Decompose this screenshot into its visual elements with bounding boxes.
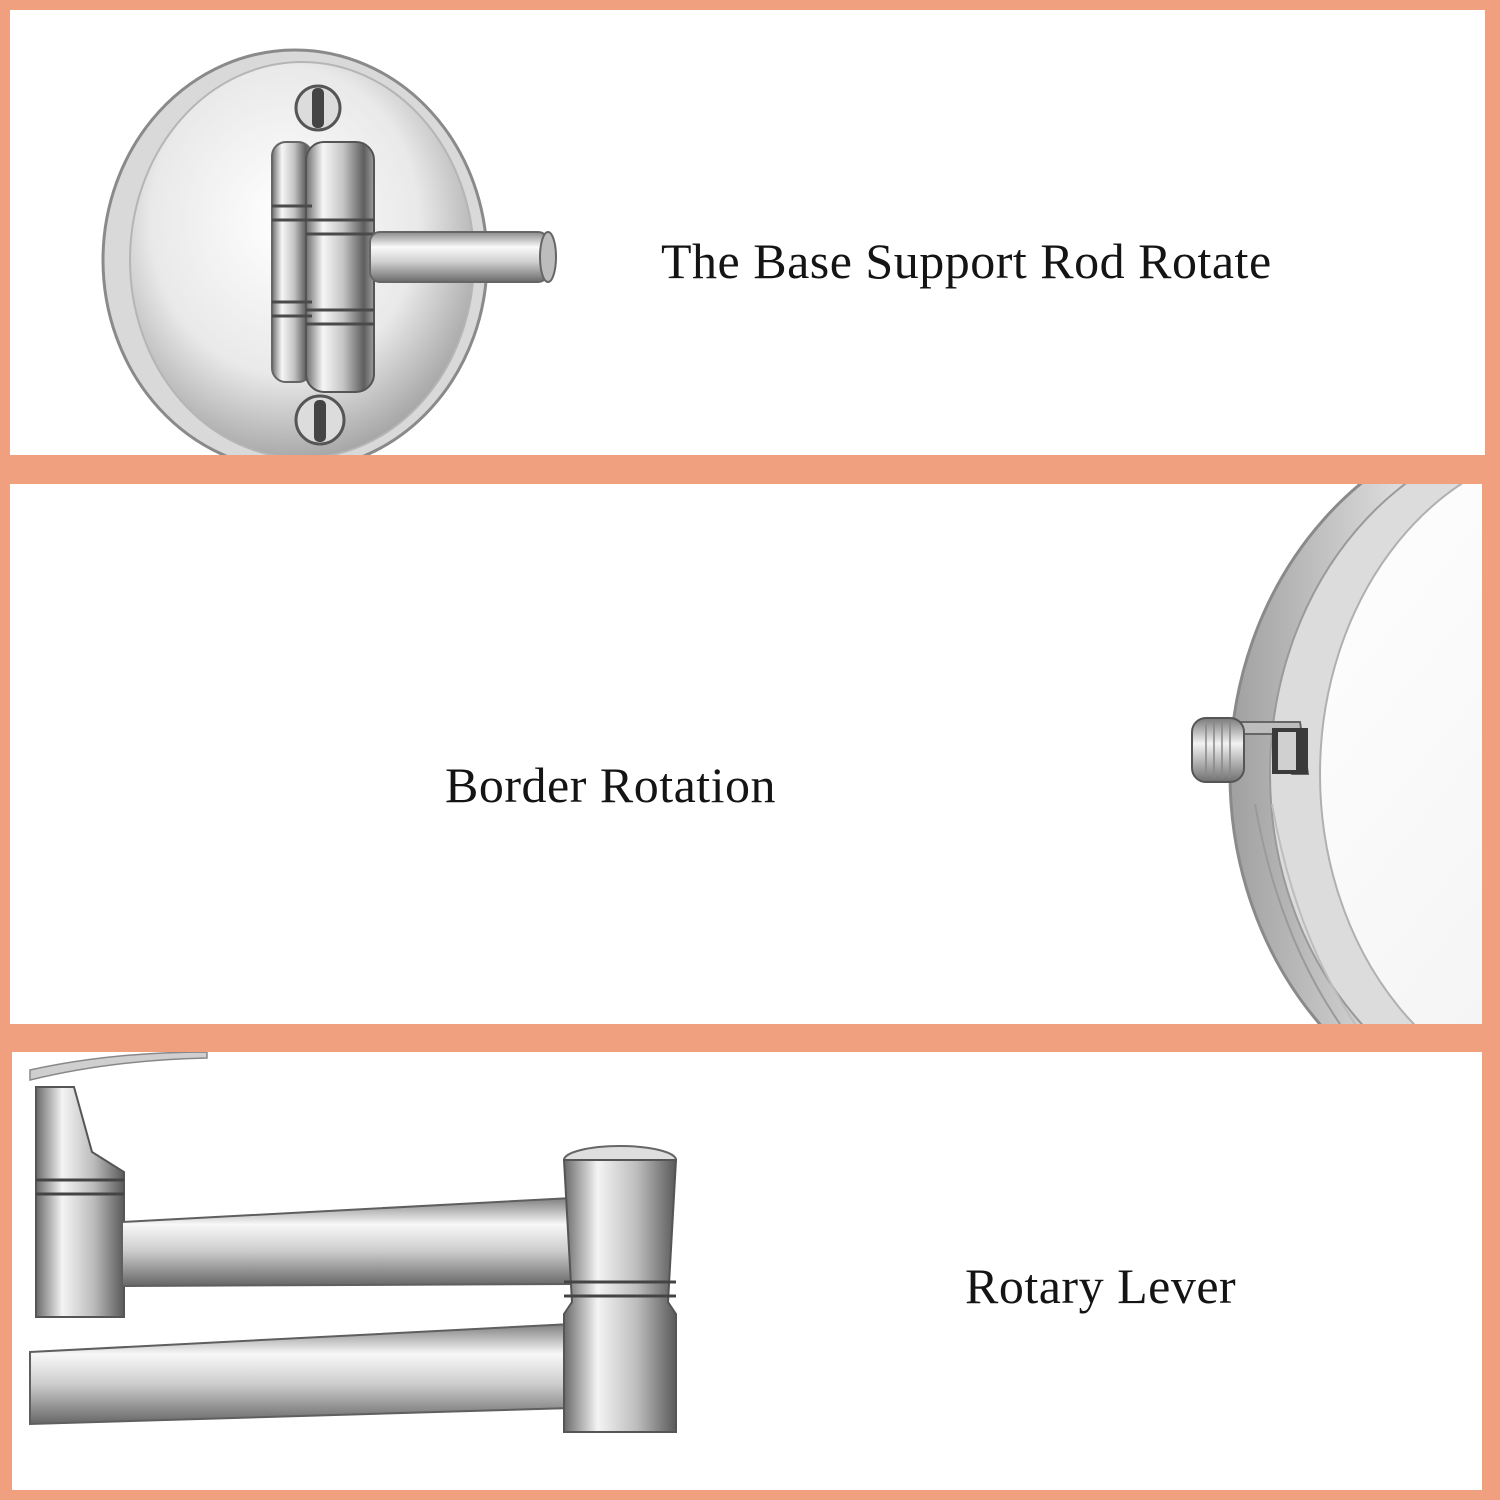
- wall-mount-base-icon: [101, 48, 557, 455]
- caption-rotary-lever: Rotary Lever: [965, 1258, 1237, 1314]
- feature-panel-base-rotation: The Base Support Rod Rotate: [10, 10, 1485, 455]
- caption-base-support-rod-rotate: The Base Support Rod Rotate: [661, 233, 1272, 289]
- folding-arm-lever-icon: [29, 1052, 678, 1433]
- mirror-frame-pivot-icon: [1191, 484, 1482, 1024]
- feature-panel-border-rotation: Border Rotation: [10, 484, 1482, 1024]
- feature-panel-rotary-lever: Rotary Lever: [12, 1052, 1482, 1490]
- caption-border-rotation: Border Rotation: [445, 757, 777, 813]
